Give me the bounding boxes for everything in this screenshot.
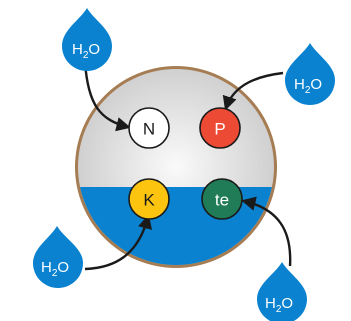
water-drop-bottom-right: H2O	[257, 262, 307, 321]
water-drop-icon	[62, 8, 112, 71]
granule	[75, 66, 277, 268]
water-drop-top-right: H2O	[285, 43, 335, 105]
nutrient-n-label: N	[143, 120, 155, 139]
water-drop-label: H2O	[294, 76, 322, 96]
nutrient-k-circle	[128, 178, 170, 220]
nutrient-p: P	[199, 107, 241, 149]
water-drop-bottom-left: H2O	[33, 226, 83, 288]
nutrient-k: K	[128, 178, 170, 220]
water-drop-label: H2O	[265, 295, 293, 315]
nutrient-p-circle	[199, 107, 241, 149]
nutrient-k-label: K	[143, 191, 155, 210]
arrow-to-n	[83, 61, 131, 132]
nutrient-te: te	[201, 178, 243, 220]
arrow-to-k	[84, 214, 153, 271]
water-drop-label: H2O	[72, 41, 100, 61]
nutrient-te-circle	[201, 178, 243, 220]
water-drop-icon	[33, 226, 83, 288]
nutrient-p-label: P	[214, 120, 225, 139]
arrow-to-te	[241, 196, 292, 267]
arrow-to-p	[222, 71, 284, 111]
water-drop-label: H2O	[41, 259, 69, 279]
water-drop-icon	[257, 262, 307, 321]
nutrient-te-label: te	[215, 191, 229, 210]
nutrient-n: N	[128, 107, 170, 149]
water-drop-top-left: H2O	[62, 8, 112, 71]
water-drop-icon	[285, 43, 335, 105]
nutrient-n-circle	[128, 107, 170, 149]
arrows	[83, 61, 292, 271]
